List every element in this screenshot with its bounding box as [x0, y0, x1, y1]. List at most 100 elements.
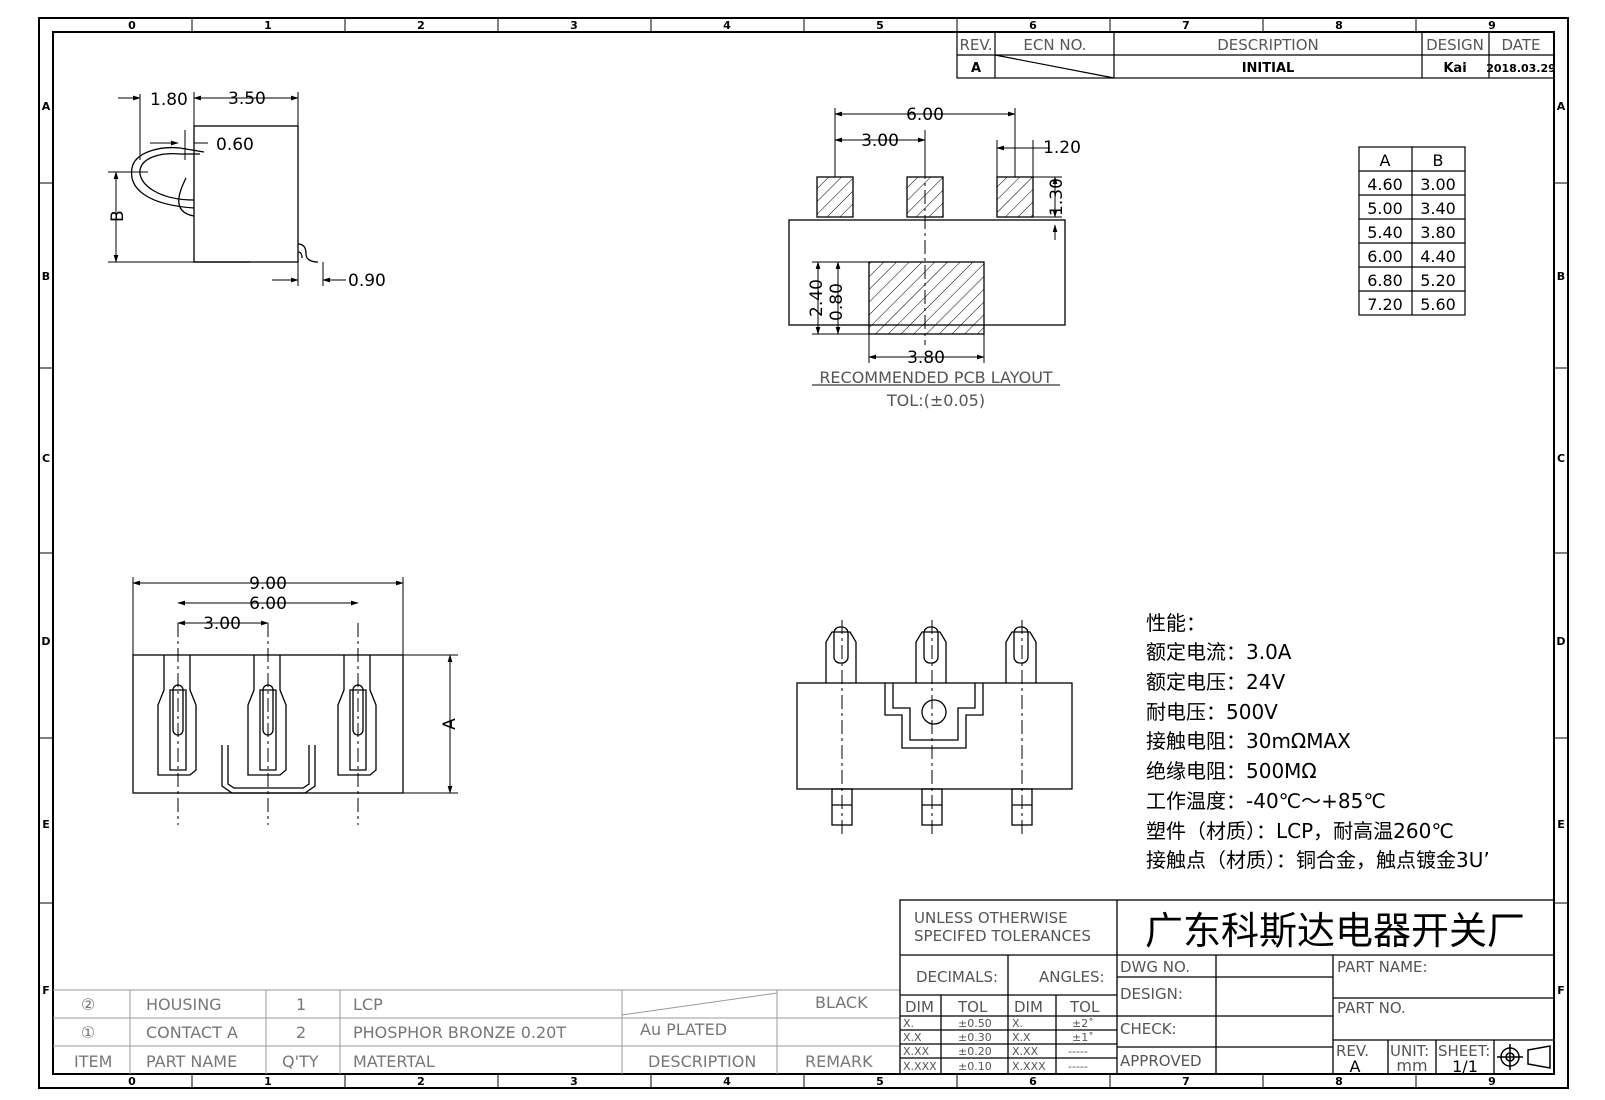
unit-value: mm [1396, 1056, 1427, 1075]
spec-line: 额定电压：24V [1146, 670, 1285, 694]
dim-header: DIM [1014, 998, 1043, 1016]
dim-0-80: 0.80 [827, 283, 847, 321]
dim-a: A [440, 718, 460, 730]
date-header: DATE [1501, 36, 1540, 54]
svg-text:B: B [1557, 270, 1565, 283]
dim-6-00: 6.00 [906, 105, 944, 125]
svg-text:±0.50: ±0.50 [958, 1017, 992, 1030]
svg-text:X.: X. [1012, 1017, 1023, 1030]
svg-text:X.XXX: X.XXX [903, 1060, 937, 1073]
svg-text:2: 2 [417, 1075, 425, 1088]
ab-cell: 5.00 [1367, 199, 1403, 218]
svg-text:0: 0 [128, 19, 136, 32]
spec-line: 耐电压：500V [1146, 700, 1278, 724]
rev-header: REV. [960, 36, 993, 54]
ab-cell: 5.60 [1420, 295, 1456, 314]
svg-text:D: D [41, 635, 50, 648]
design-value: Kai [1443, 61, 1466, 76]
ab-cell: 3.80 [1420, 223, 1456, 242]
svg-text:E: E [1557, 818, 1565, 831]
spec-line: 绝缘电阻：500MΩ [1146, 759, 1317, 783]
svg-text:4: 4 [723, 1075, 731, 1088]
company-name: 广东科斯达电器开关厂 [1145, 909, 1525, 953]
spec-title: 性能： [1146, 611, 1206, 635]
svg-text:-----: ----- [1068, 1045, 1088, 1058]
tolerance-note-1: UNLESS OTHERWISE [914, 909, 1068, 927]
ab-cell: 7.20 [1367, 295, 1403, 314]
spec-line: 工作温度：-40℃～+85℃ [1146, 789, 1386, 813]
title-block: UNLESS OTHERWISE SPECIFED TOLERANCES DEC… [899, 899, 1555, 1076]
tol-header: TOL [957, 998, 988, 1016]
dim-0-60: 0.60 [216, 135, 254, 155]
svg-text:±1˚: ±1˚ [1072, 1031, 1094, 1044]
bom-name-1: CONTACT A [146, 1023, 238, 1042]
date-value: 2018.03.29 [1486, 62, 1556, 75]
tolerance-note-2: SPECIFED TOLERANCES [914, 927, 1091, 945]
svg-text:9: 9 [1488, 1075, 1496, 1088]
ab-header-b: B [1433, 151, 1444, 170]
ecn-header: ECN NO. [1023, 36, 1086, 54]
bom-material-1: PHOSPHOR BRONZE 0.20T [353, 1023, 566, 1042]
svg-text:4: 4 [723, 19, 731, 32]
dim-0-90: 0.90 [348, 271, 386, 291]
pcb-layout-view: 6.00 3.00 1.20 1.30 2.40 0.80 3.80 RECOM… [788, 105, 1081, 410]
svg-text:1: 1 [264, 1075, 272, 1088]
ab-cell: 3.40 [1420, 199, 1456, 218]
ab-cell: 5.20 [1420, 271, 1456, 290]
pcb-layout-tolerance: TOL:(±0.05) [886, 391, 985, 410]
svg-text:B: B [42, 270, 50, 283]
part-name-label: PART NAME: [1337, 958, 1428, 976]
design-header: DESIGN [1426, 36, 1484, 54]
spec-line: 接触电阻：30mΩMAX [1146, 729, 1351, 753]
sheet-label: SHEET: [1438, 1042, 1490, 1060]
ab-cell: 6.80 [1367, 271, 1403, 290]
ab-cell: 4.40 [1420, 247, 1456, 266]
dim-1-80: 1.80 [150, 90, 188, 110]
dim-3-00: 3.00 [203, 614, 241, 634]
spec-line: 接触点（材质）：铜合金，触点镀金3U’ [1146, 848, 1490, 872]
svg-text:E: E [42, 818, 50, 831]
dim-6-00: 6.00 [249, 594, 287, 614]
svg-text:A: A [42, 100, 51, 113]
svg-text:C: C [42, 452, 50, 465]
svg-text:5: 5 [876, 1075, 884, 1088]
bom-header-item: ITEM [74, 1052, 112, 1071]
svg-text:F: F [1557, 984, 1565, 997]
ab-header-a: A [1380, 151, 1391, 170]
bom-item-2: ② [81, 995, 95, 1014]
decimals-label: DECIMALS: [916, 968, 998, 986]
svg-text:3: 3 [570, 1075, 578, 1088]
svg-text:X.XX: X.XX [903, 1045, 930, 1058]
svg-text:X.X: X.X [1012, 1031, 1031, 1044]
angles-label: ANGLES: [1039, 968, 1105, 986]
svg-text:±2˚: ±2˚ [1072, 1017, 1094, 1030]
svg-text:6: 6 [1029, 19, 1037, 32]
pcb-layout-title: RECOMMENDED PCB LAYOUT [819, 368, 1053, 387]
svg-text:3: 3 [570, 19, 578, 32]
bom-material-2: LCP [353, 995, 383, 1014]
svg-text:X.: X. [903, 1017, 914, 1030]
bom-header-material: MATERTAL [353, 1052, 435, 1071]
bom-remark-2: BLACK [815, 993, 868, 1012]
dim-3-50: 3.50 [228, 89, 266, 109]
bom-qty-1: 2 [296, 1023, 306, 1042]
rev-value: A [1350, 1057, 1361, 1076]
sheet-frame [38, 17, 1569, 1089]
svg-text:7: 7 [1182, 1075, 1190, 1088]
dim-9-00: 9.00 [249, 574, 287, 594]
svg-text:5: 5 [876, 19, 884, 32]
tol-header: TOL [1069, 998, 1100, 1016]
svg-text:9: 9 [1488, 19, 1496, 32]
dim-2-40: 2.40 [807, 279, 827, 317]
unit-label: UNIT: [1390, 1042, 1429, 1060]
side-view: 1.80 3.50 0.60 0.90 B [108, 89, 386, 291]
ab-cell: 5.40 [1367, 223, 1403, 242]
ab-cell: 6.00 [1367, 247, 1403, 266]
ab-cell: 4.60 [1367, 175, 1403, 194]
sheet-value: 1/1 [1452, 1057, 1478, 1076]
dwg-no-label: DWG NO. [1120, 958, 1190, 976]
svg-text:0: 0 [128, 1075, 136, 1088]
svg-text:X.X: X.X [903, 1031, 922, 1044]
bom-item-1: ① [81, 1023, 95, 1042]
